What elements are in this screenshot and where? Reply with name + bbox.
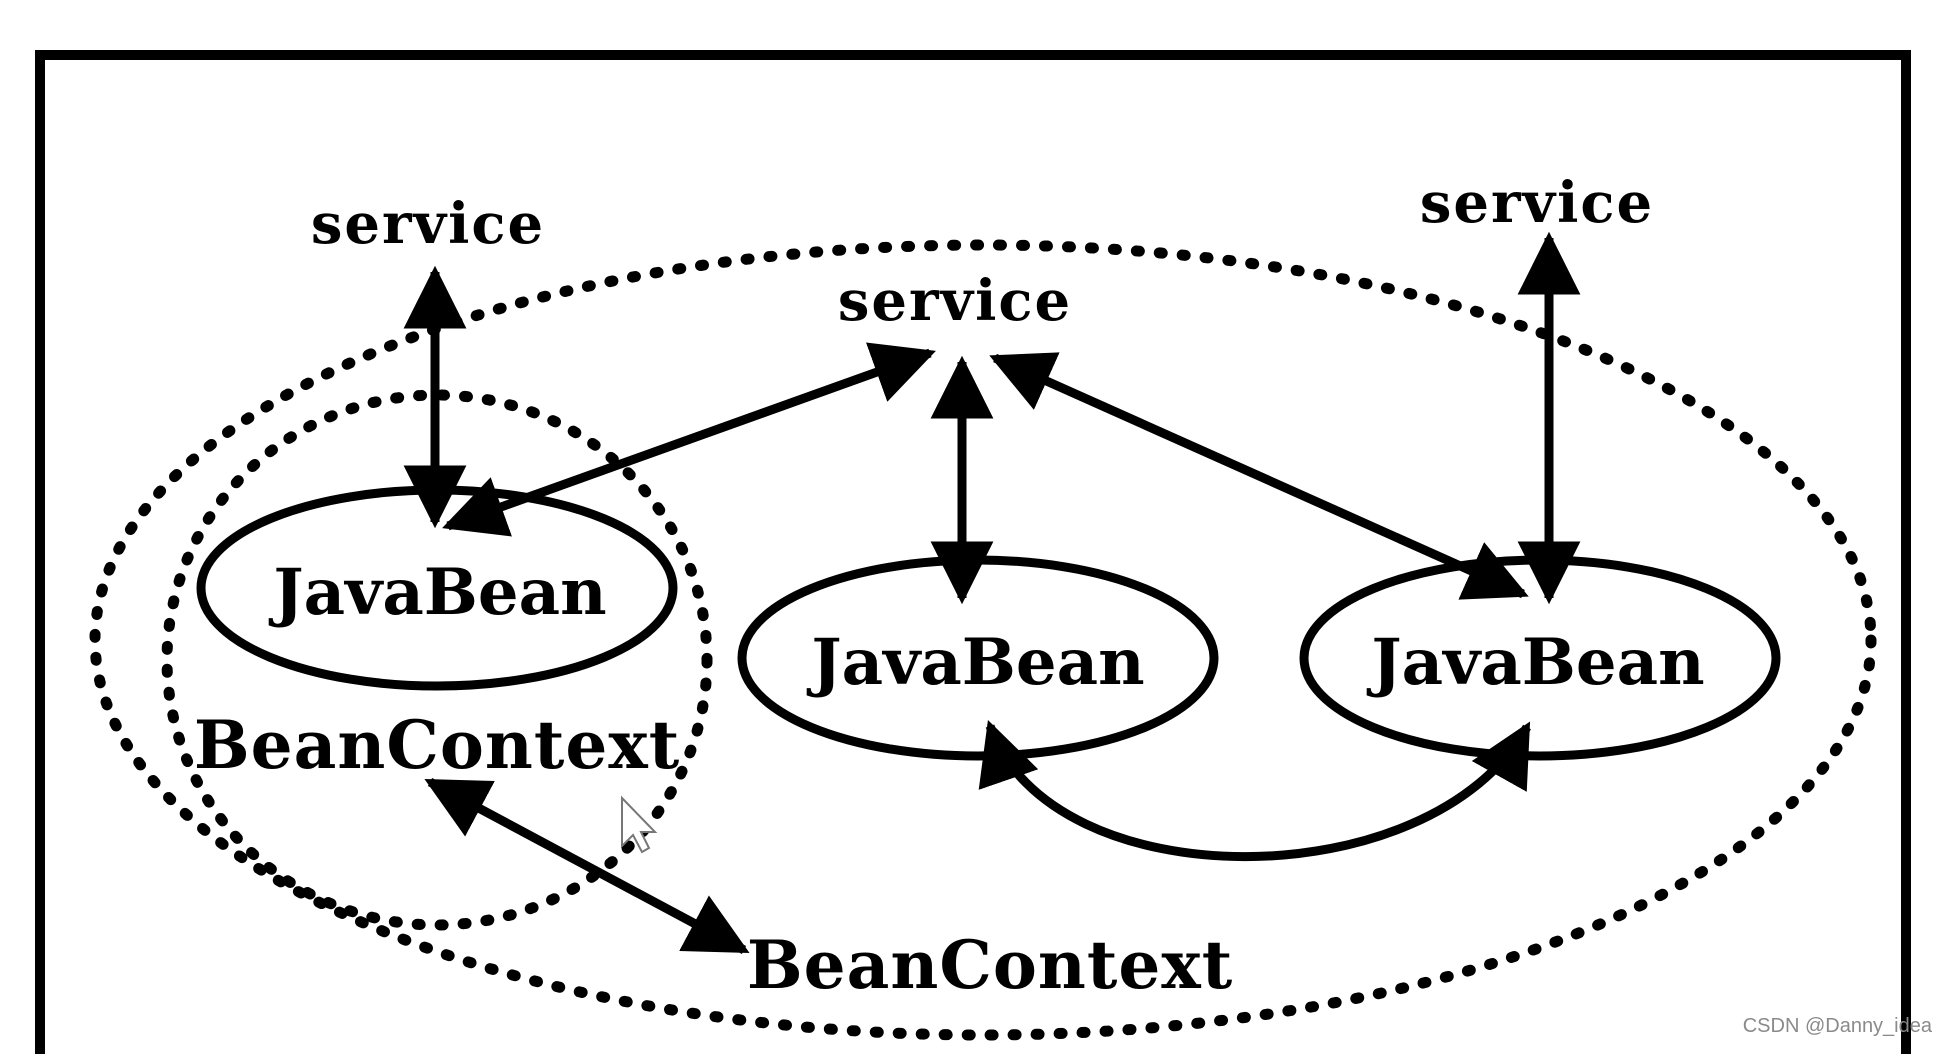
arrow-inner-outer-context: [430, 782, 744, 950]
arrow-center-service-right-bean: [995, 358, 1523, 594]
service-label-right: service: [1420, 170, 1654, 236]
watermark-text: CSDN @Danny_idea: [1743, 1015, 1932, 1038]
service-label-center: service: [838, 268, 1072, 334]
outer-context-label: BeanContext: [747, 926, 1233, 1004]
service-label-left: service: [311, 191, 545, 257]
javabean-right-label: JavaBean: [1366, 625, 1704, 700]
arrow-leftbean-center-service: [448, 353, 930, 526]
inner-context-label: BeanContext: [194, 706, 680, 784]
javabean-left-label: JavaBean: [268, 555, 606, 630]
javabean-middle-label: JavaBean: [806, 625, 1144, 700]
